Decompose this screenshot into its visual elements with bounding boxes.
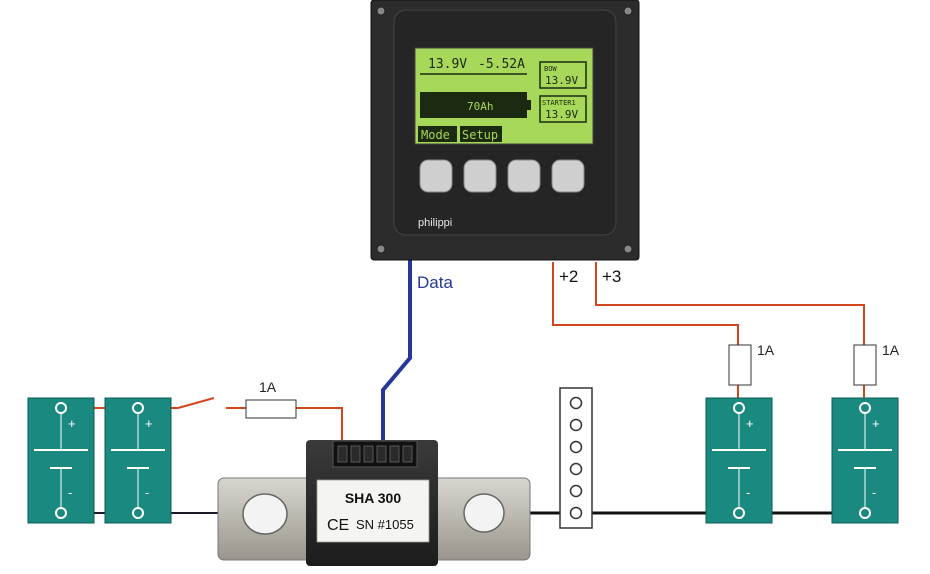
battery-3: + - — [705, 397, 773, 524]
plus2-label: +2 — [559, 267, 578, 286]
shunt-label-plate — [316, 479, 430, 543]
screw-br — [623, 244, 633, 254]
lcd-bow-box — [539, 61, 587, 89]
shunt-serial: SN #1055 — [356, 517, 414, 532]
lcd-starter-title: STARTER1 — [542, 99, 576, 107]
battery-2: + - — [104, 397, 172, 524]
panel-button-2[interactable] — [463, 159, 497, 193]
lcd-current: -5.52A — [478, 57, 525, 72]
data-wire — [381, 260, 412, 442]
shunt-bolt-hole-right — [463, 493, 505, 533]
battery-4-minus: - — [872, 485, 876, 500]
lcd-mode-softkey — [418, 126, 457, 142]
screw-bl — [376, 244, 386, 254]
battery-3-plus: + — [746, 416, 754, 431]
shunt-sha300: SHA 300 CE SN #1055 — [217, 440, 531, 566]
panel-brand: philippi — [418, 217, 452, 229]
data-label: Data — [417, 273, 453, 292]
lcd-capacity-bar — [420, 92, 527, 118]
battery-1-minus: - — [68, 485, 72, 500]
lcd-setup-softkey — [460, 126, 502, 142]
switch-wire — [177, 397, 215, 409]
plus3-label: +3 — [602, 267, 621, 286]
plus3-wire — [595, 262, 865, 408]
fuse-left — [245, 399, 297, 419]
lcd-voltage: 13.9V — [428, 57, 467, 72]
battery-3-minus: - — [746, 485, 750, 500]
fuse-mid-label: 1A — [757, 342, 775, 358]
battery-2-minus: - — [145, 485, 149, 500]
lcd-bow-value: 13.9V — [545, 74, 578, 87]
screw-tr — [623, 6, 633, 16]
battery-1: + - — [27, 397, 95, 524]
battery-4-plus: + — [872, 416, 880, 431]
fuse-left-label: 1A — [259, 379, 277, 395]
fuse-right — [853, 344, 877, 386]
shunt-model: SHA 300 — [345, 490, 402, 506]
lcd-mode-label: Mode — [421, 128, 450, 142]
panel-button-1[interactable] — [419, 159, 453, 193]
screw-tl — [376, 6, 386, 16]
panel-button-4[interactable] — [551, 159, 585, 193]
panel-button-3[interactable] — [507, 159, 541, 193]
lcd-starter-value: 13.9V — [545, 108, 578, 121]
fuse-mid — [728, 344, 752, 386]
lcd-setup-label: Setup — [462, 128, 498, 142]
lcd-capacity: 70Ah — [467, 100, 494, 113]
battery-4: + - — [831, 397, 899, 524]
shunt-bolt-hole-left — [242, 493, 288, 535]
lcd-bow-title: BOW — [544, 65, 557, 73]
battery-1-plus: + — [68, 416, 76, 431]
shunt-ce-mark: CE — [327, 517, 349, 534]
plus2-wire — [552, 262, 739, 408]
fuse-right-label: 1A — [882, 342, 900, 358]
lcd-starter-box — [539, 95, 587, 123]
display-panel: 13.9V -5.52A 70Ah BOW 13.9V STARTER1 13.… — [370, 0, 640, 261]
battery-2-plus: + — [145, 416, 153, 431]
terminal-strip — [559, 387, 593, 529]
